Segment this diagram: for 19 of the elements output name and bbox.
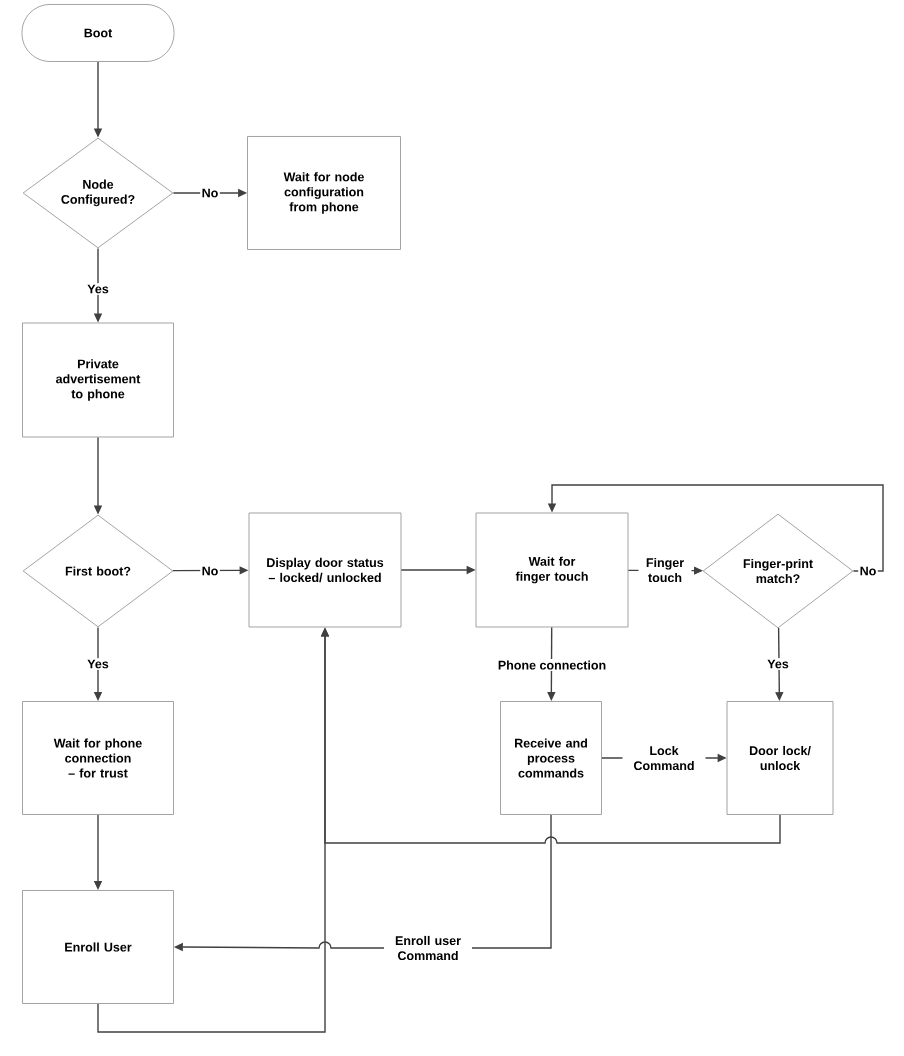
process-box: Wait for finger touch xyxy=(475,512,629,628)
edge-label: Yes xyxy=(765,658,791,670)
edge-label: No xyxy=(858,565,878,577)
edge-label: Yes xyxy=(85,658,111,670)
edge-label: Lock Command xyxy=(622,744,706,772)
edge-label: Finger touch xyxy=(638,556,692,584)
edge-label: Yes xyxy=(85,283,111,295)
process-box: Display door status – locked/ unlocked xyxy=(248,512,402,628)
process-box: Wait for phone connection – for trust xyxy=(22,701,174,815)
process-box: Private advertisement to phone xyxy=(22,322,174,438)
arrow xyxy=(775,627,784,701)
arrow xyxy=(547,626,556,701)
process-box: Enroll User xyxy=(22,890,174,1004)
process-box: Door lock/ unlock xyxy=(726,701,834,815)
edge-label: Enroll user Command xyxy=(384,934,472,962)
edge-label: No xyxy=(200,187,220,199)
process-box: Receive and process commands xyxy=(500,701,602,815)
edge-label: No xyxy=(200,565,220,577)
process-box: Wait for node configuration from phone xyxy=(247,136,401,250)
